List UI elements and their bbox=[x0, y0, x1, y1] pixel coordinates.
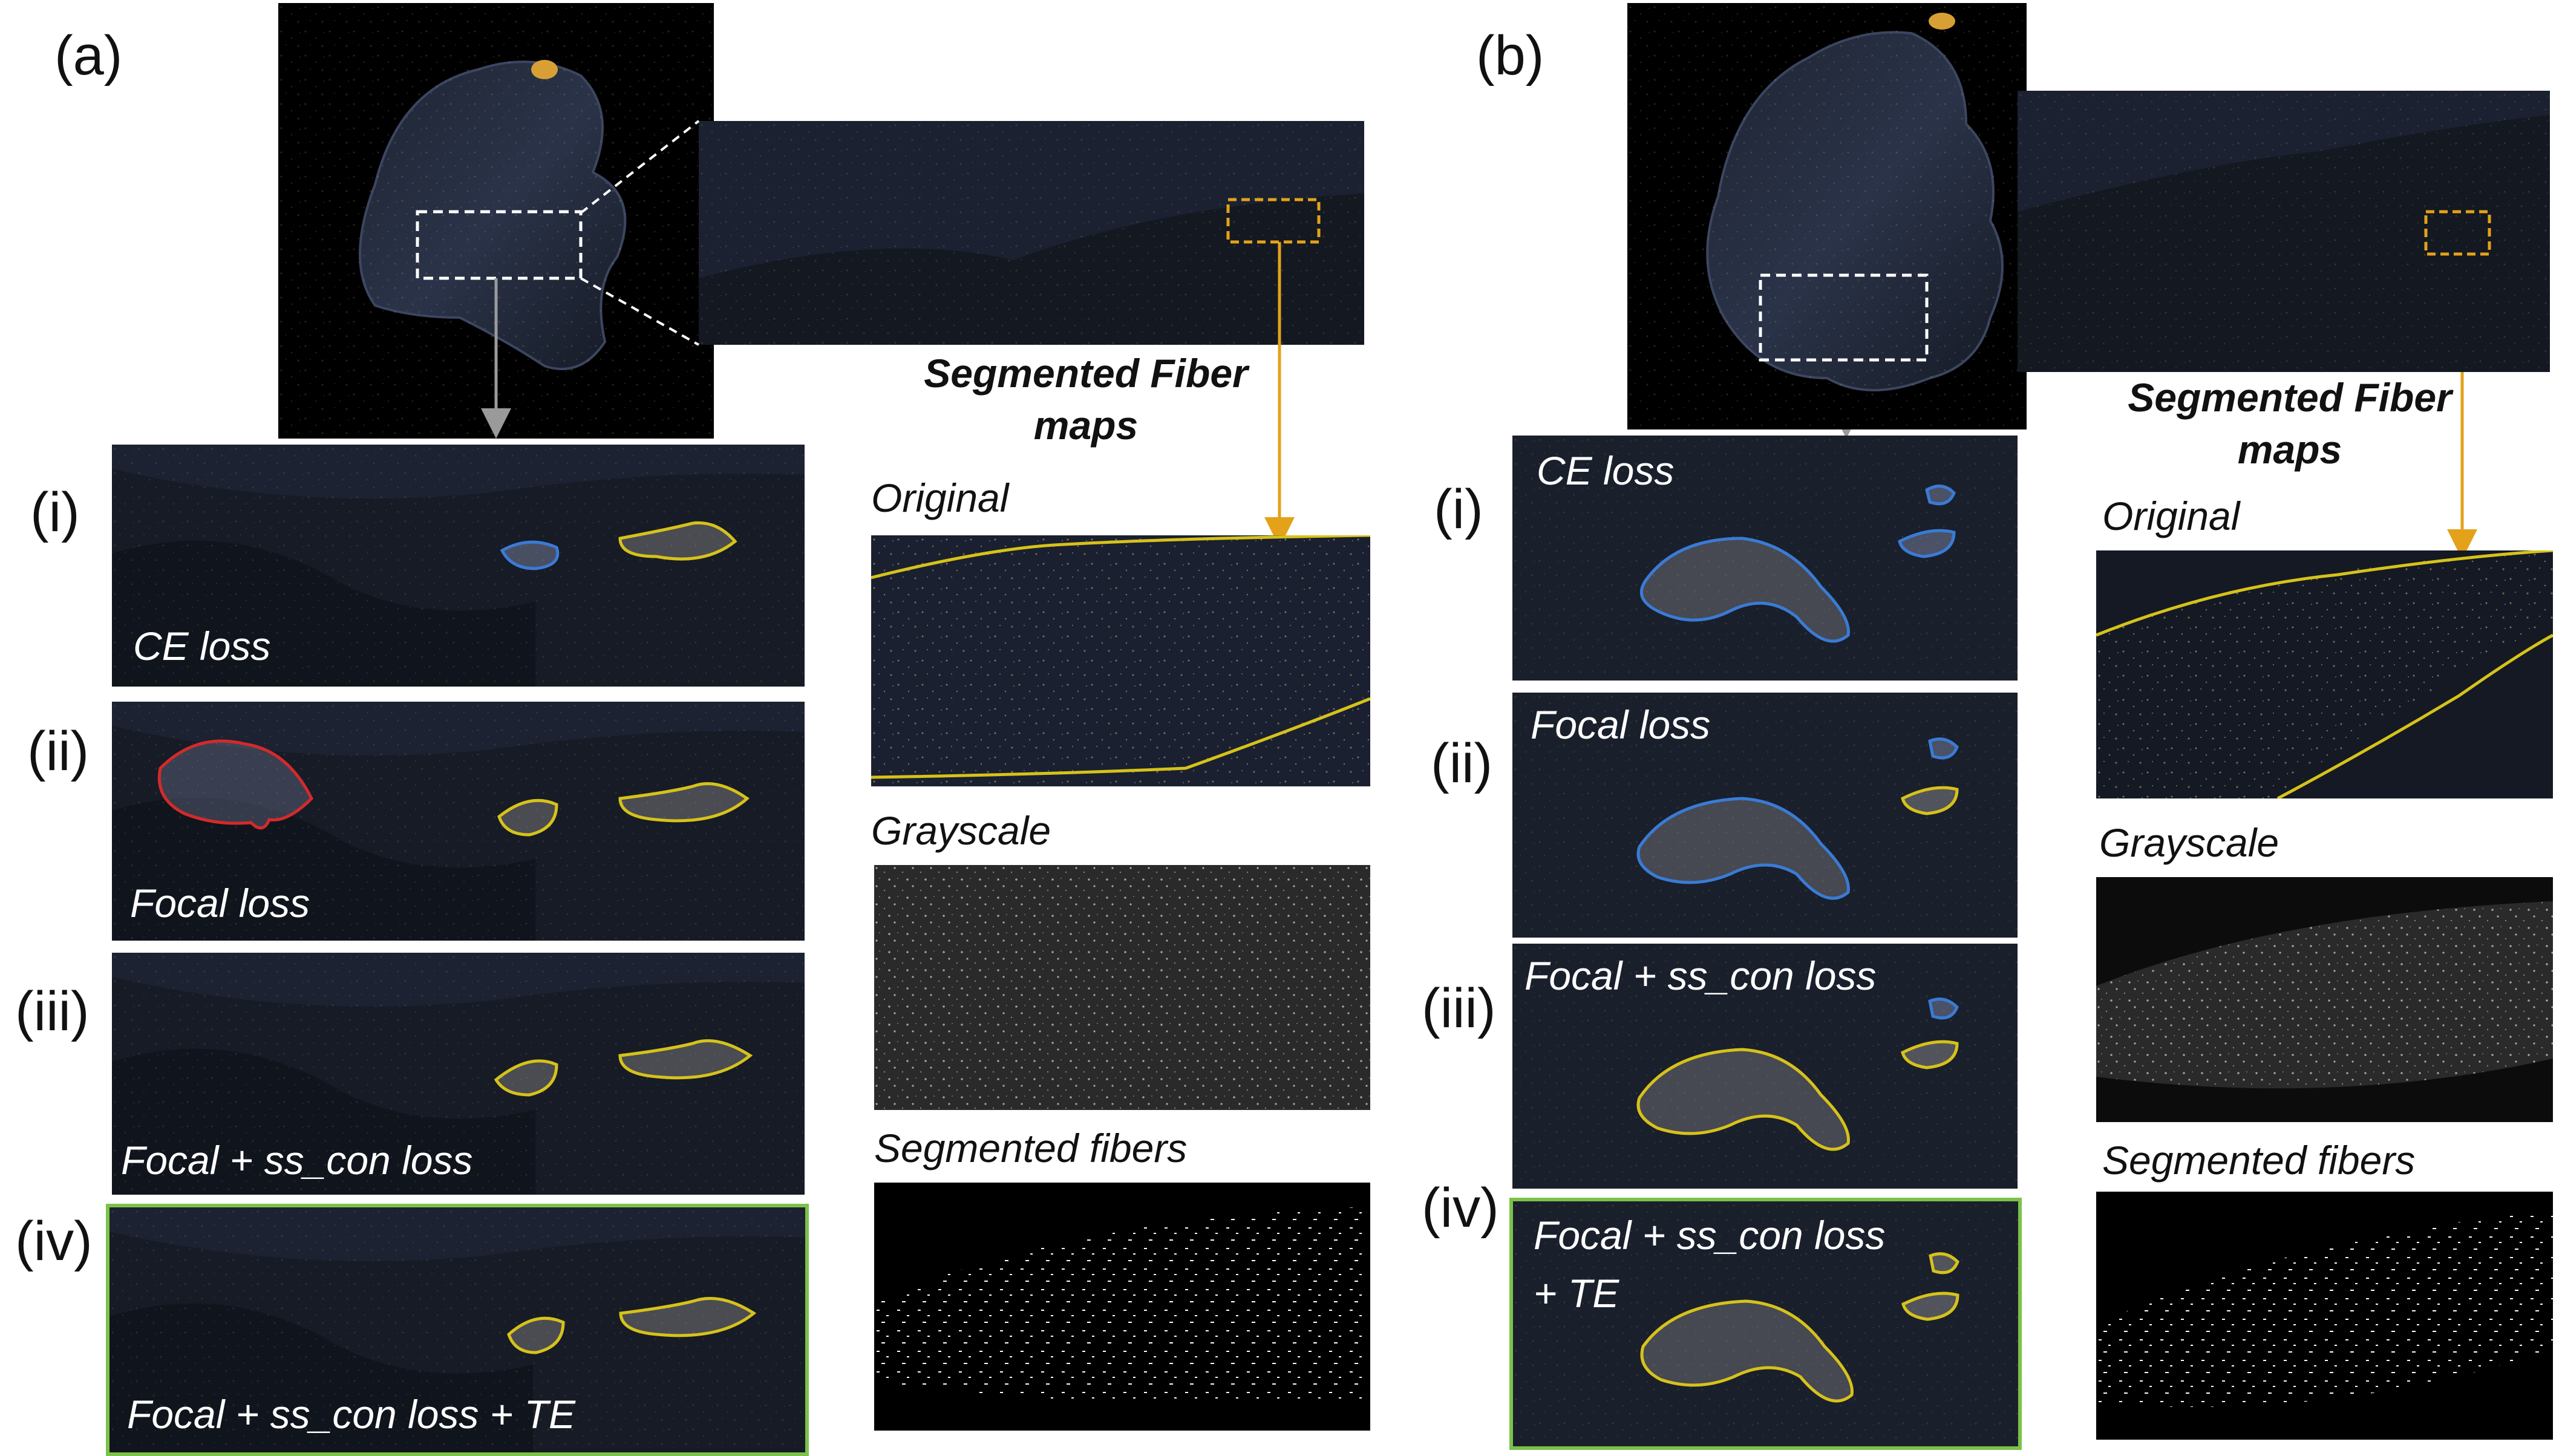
row-i-label-a: (i) bbox=[30, 482, 80, 543]
row-ii-label-a: (ii) bbox=[27, 720, 90, 782]
row-iv-label-a: (iv) bbox=[15, 1210, 93, 1272]
zoomed-region-image-b bbox=[2018, 91, 2550, 372]
row-ii-caption-a: Focal loss bbox=[130, 881, 310, 926]
row-i-caption-a: CE loss bbox=[133, 624, 271, 668]
map-segmented-label-b: Segmented fibers bbox=[2102, 1138, 2416, 1183]
whole-slide-image-a bbox=[278, 3, 714, 439]
whole-slide-image-b bbox=[1627, 3, 2027, 429]
row-i-caption-b: CE loss bbox=[1537, 448, 1675, 493]
row-ii-caption-b: Focal loss bbox=[1531, 702, 1711, 747]
fiber-maps-title-a: Segmented Fiber maps bbox=[924, 351, 1248, 448]
result-image-best-b bbox=[1509, 1198, 2022, 1450]
fiber-maps-title-b: Segmented Fiber maps bbox=[2128, 375, 2452, 472]
selection-box-a bbox=[416, 210, 583, 280]
map-original-image-b bbox=[2096, 550, 2553, 798]
zoomed-region-image-a bbox=[699, 121, 1364, 345]
row-iv-caption-a: Focal + ss_con loss + TE bbox=[127, 1392, 575, 1437]
orange-callout-box-b bbox=[2424, 210, 2491, 256]
panel-a-letter: (a) bbox=[54, 25, 123, 87]
orange-callout-box-a bbox=[1226, 198, 1321, 244]
result-image-focal-sscon-b bbox=[1512, 944, 2018, 1189]
map-segmented-image-a bbox=[874, 1183, 1370, 1431]
row-iv-label-b: (iv) bbox=[1422, 1177, 1499, 1239]
map-grayscale-label-b: Grayscale bbox=[2099, 820, 2279, 865]
result-image-focal-loss-a bbox=[112, 702, 805, 941]
result-image-ce-loss-a bbox=[112, 445, 805, 687]
row-iii-label-b: (iii) bbox=[1422, 978, 1496, 1039]
row-ii-label-b: (ii) bbox=[1431, 733, 1493, 794]
map-original-label-a: Original bbox=[871, 475, 1009, 520]
map-original-image-a bbox=[871, 535, 1370, 786]
row-iv-caption-b: Focal + ss_con loss + TE bbox=[1534, 1213, 1886, 1316]
row-iii-caption-a: Focal + ss_con loss bbox=[121, 1138, 473, 1183]
map-original-label-b: Original bbox=[2102, 494, 2240, 538]
map-grayscale-label-a: Grayscale bbox=[871, 808, 1051, 853]
result-image-best-a bbox=[106, 1204, 809, 1456]
map-grayscale-image-a bbox=[874, 865, 1370, 1110]
row-iii-caption-b: Focal + ss_con loss bbox=[1524, 953, 1877, 998]
map-grayscale-image-b bbox=[2096, 877, 2553, 1122]
result-image-focal-loss-b bbox=[1512, 693, 2018, 938]
row-iii-label-a: (iii) bbox=[15, 981, 90, 1042]
result-image-focal-sscon-a bbox=[112, 953, 805, 1195]
result-image-ce-loss-b bbox=[1512, 436, 2018, 681]
selection-box-b bbox=[1759, 273, 1929, 362]
map-segmented-image-b bbox=[2096, 1192, 2553, 1440]
panel-b-letter: (b) bbox=[1476, 25, 1544, 87]
map-segmented-label-a: Segmented fibers bbox=[874, 1126, 1188, 1170]
row-i-label-b: (i) bbox=[1434, 478, 1483, 540]
